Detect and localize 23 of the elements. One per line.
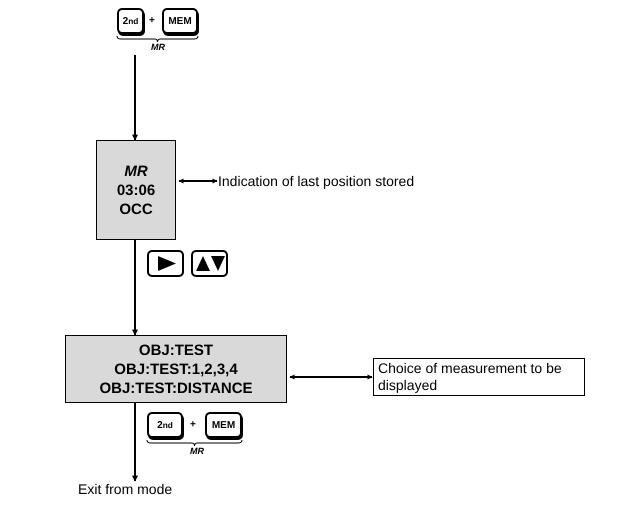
key-label: MR <box>190 446 204 456</box>
arrow <box>290 374 372 380</box>
key-label: + <box>190 419 196 430</box>
key: MEM <box>205 412 242 438</box>
display-box <box>96 140 176 240</box>
key-label: + <box>149 15 155 26</box>
exit-text: Exit from mode <box>78 481 172 497</box>
note-text: Choice of measurement to be displayed <box>378 360 563 394</box>
display-line: OCC <box>119 200 153 218</box>
display-line: MR <box>124 162 148 180</box>
note-text: Indication of last position stored <box>218 173 414 189</box>
display-line: OBJ:TEST:DISTANCE <box>99 378 253 398</box>
arrow <box>132 403 138 482</box>
arrow <box>178 178 218 184</box>
display-line: OBJ:TEST <box>138 340 214 360</box>
key: MEM <box>162 8 198 34</box>
note-box <box>373 358 585 396</box>
display-line: 03:06 <box>116 180 156 200</box>
display-box <box>65 335 287 403</box>
arrow <box>132 240 138 336</box>
arrow <box>132 55 138 141</box>
key-label: MR <box>151 42 165 52</box>
display-line: OBJ:TEST:1,2,3,4 <box>114 360 238 378</box>
